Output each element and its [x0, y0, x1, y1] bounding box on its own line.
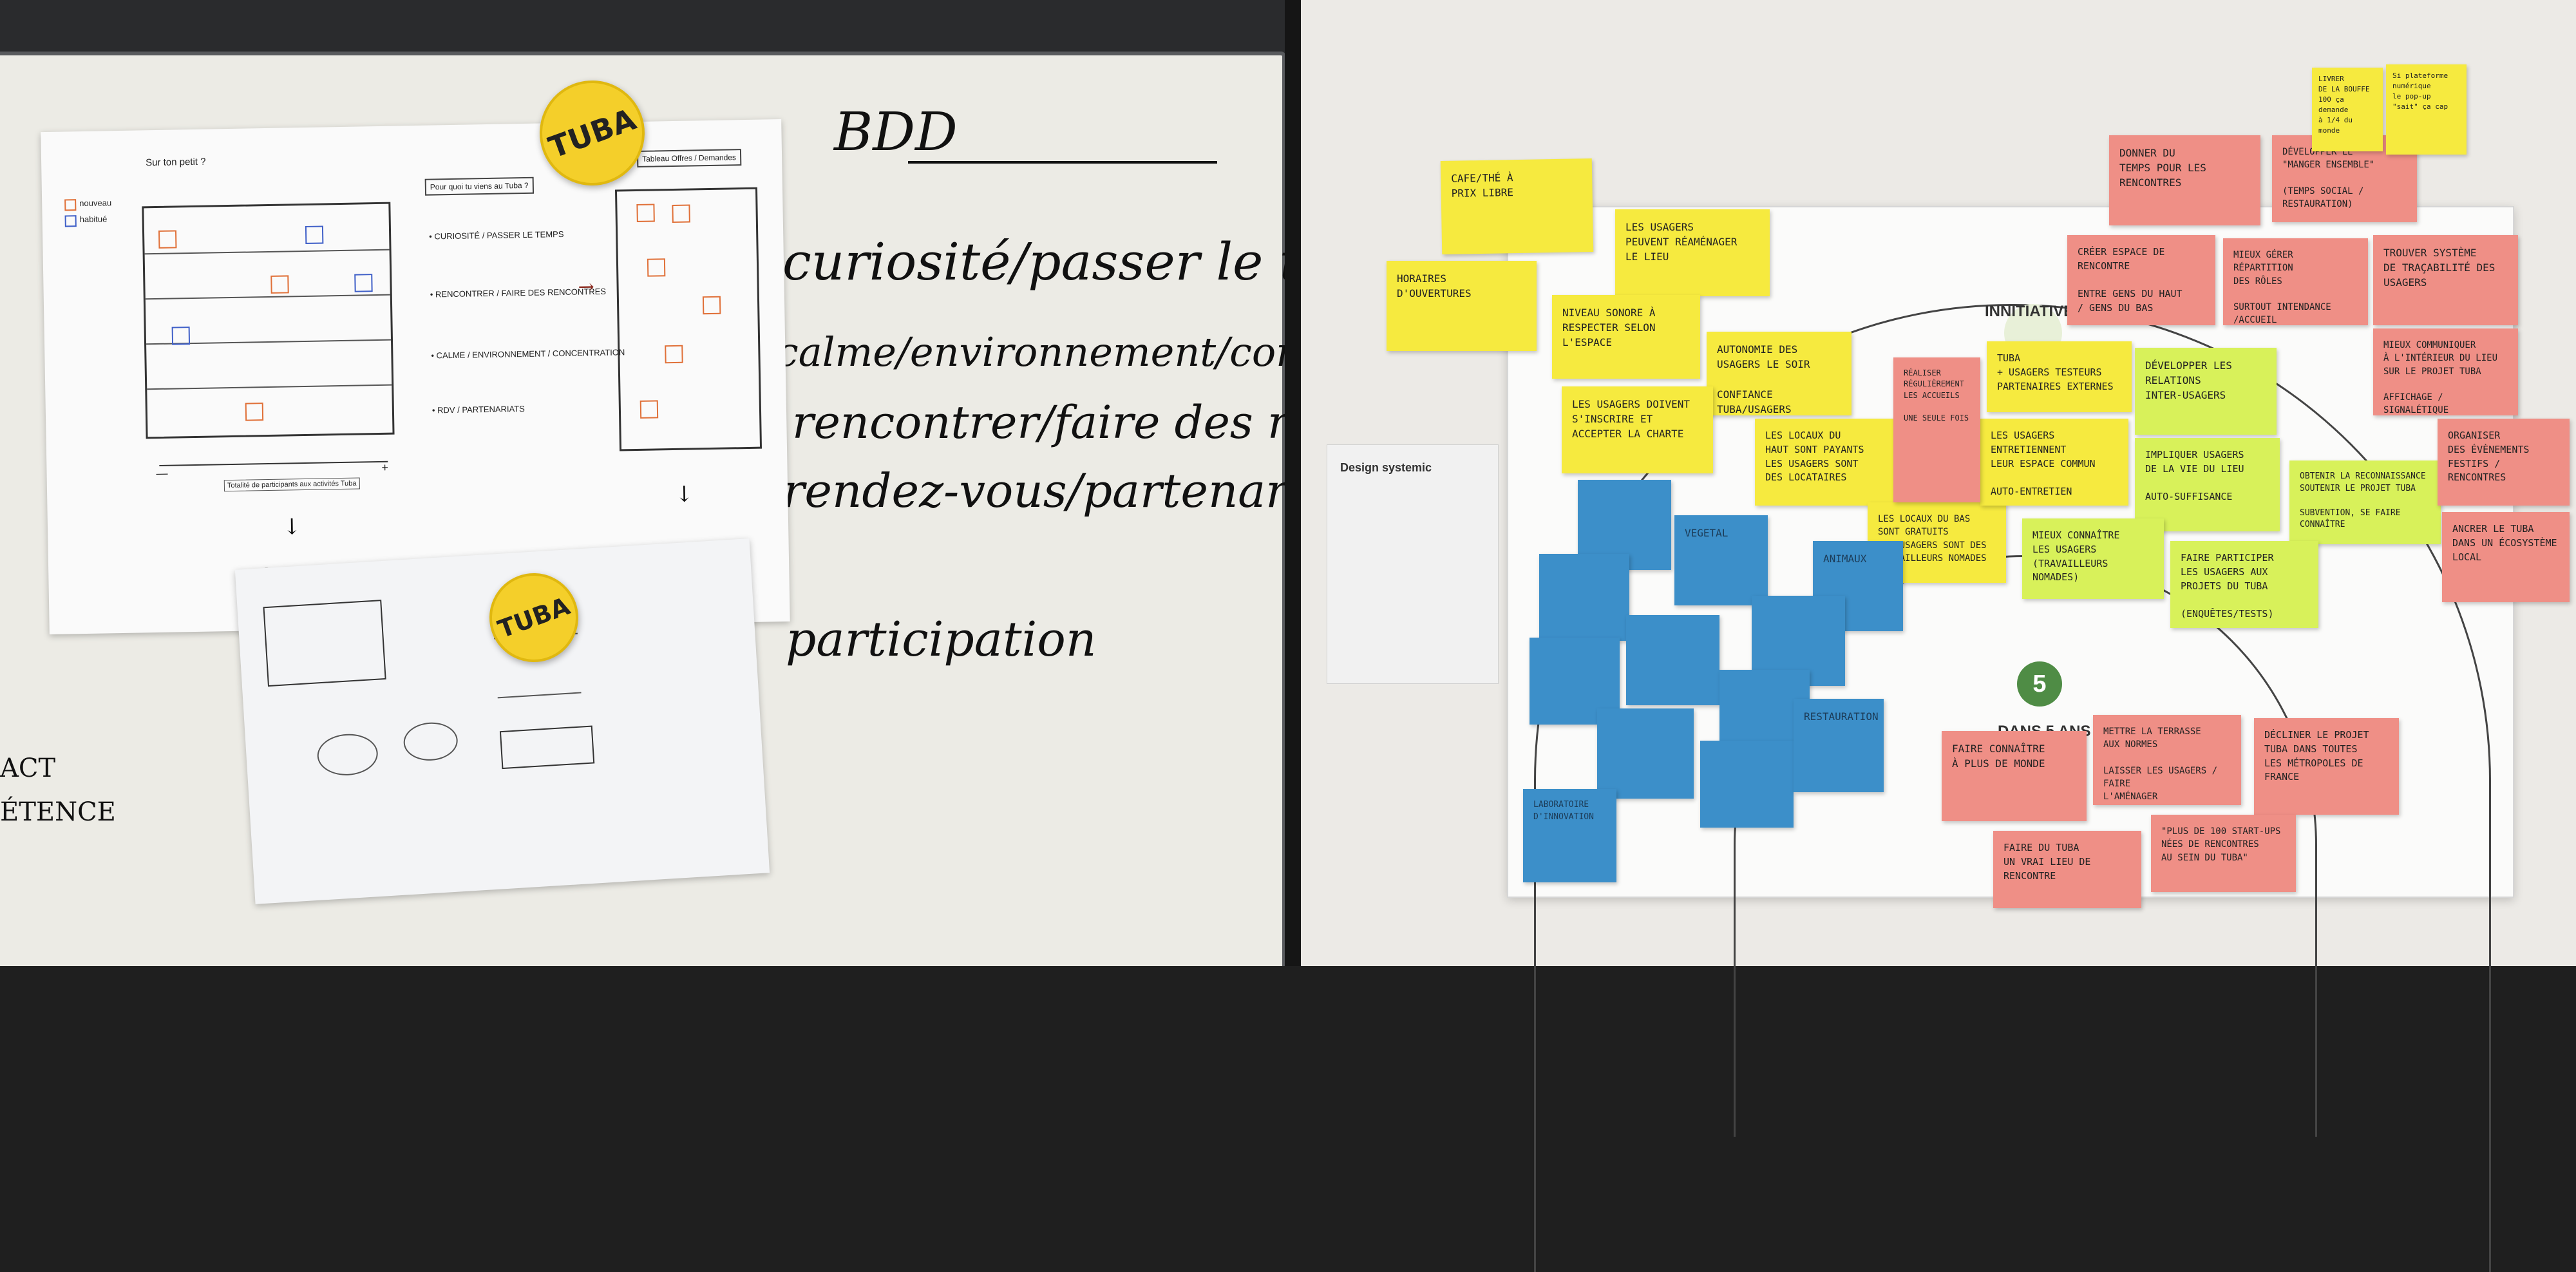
- right-title: Tableau Offres / Demandes: [636, 149, 742, 167]
- screen-sketch: [263, 600, 386, 687]
- screen-sketch: [499, 725, 595, 770]
- edge-text: ÉTENCE: [0, 797, 116, 827]
- sticker-mark: [305, 225, 324, 244]
- grid-line: [145, 294, 390, 300]
- horizon-badge: 5: [2017, 661, 2062, 707]
- arrow-right: →: [578, 276, 595, 299]
- sticker-mark: [270, 275, 289, 294]
- reason-item: • CURIOSITÉ / PASSER LE TEMPS: [429, 229, 564, 242]
- sticky-note: DONNER DU TEMPS POUR LES RENCONTRES: [2109, 135, 2260, 225]
- sticky-note: LES USAGERS DOIVENT S'INSCRIRE ET ACCEPT…: [1562, 386, 1713, 473]
- axis-line: [159, 460, 388, 466]
- note-line: participation: [786, 612, 1097, 667]
- sticker-mark: [647, 258, 666, 277]
- design-systemic-card: Design systemic: [1327, 444, 1499, 684]
- sticker-mark: [702, 296, 721, 315]
- sticker-mark: [158, 230, 177, 249]
- edge-text: ACT: [0, 754, 56, 783]
- sticky-note: DÉCLINER LE PROJET TUBA DANS TOUTES LES …: [2254, 718, 2399, 815]
- sticky-note: LIVRER DE LA BOUFFE 100 ça demande à 1/4…: [2312, 68, 2383, 151]
- sticker-mark: [354, 274, 373, 292]
- sticky-note: MIEUX COMMUNIQUER À L'INTÉRIEUR DU LIEU …: [2373, 328, 2518, 415]
- sticky-note: CRÉER ESPACE DE RENCONTRE ENTRE GENS DU …: [2067, 235, 2215, 325]
- sketch-circle: [402, 721, 459, 763]
- question-text: Sur ton petit ?: [145, 156, 206, 169]
- sticker-mark: [245, 403, 264, 421]
- sticky-note: FAIRE DU TUBA UN VRAI LIEU DE RENCONTRE: [1993, 831, 2141, 908]
- sticky-note-blue: [1700, 741, 1794, 828]
- note-line: calme/environnement/concentration: [776, 328, 1285, 375]
- note-line: rencontrer/faire des rencontres: [792, 396, 1285, 449]
- note-line: curiosité/passer le temps: [782, 232, 1285, 292]
- sticky-note: Si plateforme numérique le pop-up "sait"…: [2386, 64, 2467, 155]
- grid-line: [147, 384, 392, 390]
- sticker-mark: [665, 345, 683, 364]
- legend-label: habitué: [79, 214, 108, 225]
- sticky-note: LES USAGERS ENTRETIENNENT LEUR ESPACE CO…: [1980, 419, 2128, 506]
- sticky-note: LABORATOIRE D'INNOVATION: [1523, 789, 1616, 882]
- down-arrow: ↓: [282, 514, 301, 540]
- sticky-note-blue: [1597, 708, 1694, 799]
- participation-grid: [142, 202, 395, 439]
- sticker-mark: [639, 400, 659, 419]
- axis-label: Totalité de participants aux activités T…: [223, 477, 360, 492]
- sketch-circle: [316, 732, 379, 777]
- sticker-mark: [171, 327, 191, 345]
- sticky-note: OBTENIR LA RECONNAISSANCE SOUTENIR LE PR…: [2289, 460, 2441, 544]
- poster-title: INNITIATIVE: [1985, 303, 2074, 320]
- info-title: Design systemic: [1340, 461, 1432, 474]
- sticky-note: RÉALISER RÉGULIÈREMENT LES ACCUEILS UNE …: [1893, 357, 1980, 502]
- sticky-note: IMPLIQUER USAGERS DE LA VIE DU LIEU AUTO…: [2135, 438, 2280, 531]
- sticky-note: HORAIRES D'OUVERTURES: [1387, 261, 1537, 351]
- sticky-note: TROUVER SYSTÈME DE TRAÇABILITÉ DES USAGE…: [2373, 235, 2518, 325]
- sticky-note: METTRE LA TERRASSE AUX NORMES LAISSER LE…: [2093, 715, 2241, 805]
- sticker-mark: [636, 204, 655, 222]
- sticky-note: FAIRE CONNAÎTRE À PLUS DE MONDE: [1942, 731, 2087, 821]
- note-line: rendez-vous/partenariat: [782, 464, 1285, 518]
- sticky-note-blue: [1539, 554, 1629, 641]
- reason-item: • CALME / ENVIRONNEMENT / CONCENTRATION: [431, 347, 625, 361]
- axis-max: +: [381, 460, 389, 474]
- sticky-note: VEGETAL: [1674, 515, 1768, 605]
- sticky-note-blue: [1626, 615, 1719, 705]
- legend-swatch: [64, 199, 77, 211]
- sticky-note: LES LOCAUX DU HAUT SONT PAYANTS LES USAG…: [1755, 419, 1897, 506]
- sticky-note: NIVEAU SONORE À RESPECTER SELON L'ESPACE: [1552, 295, 1700, 379]
- poster-arc: [1534, 304, 2491, 1272]
- sticky-note: MIEUX GÉRER RÉPARTITION DES RÔLES SURTOU…: [2223, 238, 2368, 325]
- offres-demandes-board: [614, 187, 762, 451]
- legend-label: nouveau: [79, 198, 112, 209]
- box-title: Pour quoi tu viens au Tuba ?: [424, 176, 534, 196]
- sticky-note: DÉVELOPPER LES RELATIONS INTER-USAGERS: [2135, 348, 2277, 435]
- sticky-note: RESTAURATION: [1794, 699, 1884, 792]
- whiteboard-photo: BDD curiosité/passer le temps calme/envi…: [0, 0, 1285, 966]
- sticky-note: CAFE/THÉ À PRIX LIBRE: [1440, 158, 1594, 255]
- photo-divider: [1285, 0, 1301, 966]
- sticky-note: ANCRER LE TUBA DANS UN ÉCOSYSTÈME LOCAL: [2442, 512, 2570, 602]
- sticky-note: FAIRE PARTICIPER LES USAGERS AUX PROJETS…: [2170, 541, 2318, 628]
- sticky-note: MIEUX CONNAÎTRE LES USAGERS (TRAVAILLEUR…: [2022, 518, 2164, 599]
- bdd-underline: [908, 161, 1217, 164]
- sticky-note: TUBA + USAGERS TESTEURS PARTENAIRES EXTE…: [1987, 341, 2132, 412]
- axis-min: —: [156, 466, 168, 480]
- sticky-note: ORGANISER DES ÉVÈNEMENTS FESTIFS / RENCO…: [2438, 419, 2570, 506]
- sticky-note: LES USAGERS PEUVENT RÉAMÉNAGER LE LIEU: [1615, 209, 1770, 296]
- down-arrow: ↓: [674, 481, 694, 508]
- legend-swatch: [64, 215, 77, 227]
- grid-line: [144, 249, 390, 255]
- bdd-heading: BDD: [834, 102, 958, 163]
- reason-item: • RDV / PARTENARIATS: [431, 404, 526, 415]
- sticky-note: AUTONOMIE DES USAGERS LE SOIR CONFIANCE …: [1707, 332, 1852, 415]
- sticky-note: "PLUS DE 100 START-UPS NÉES DE RENCONTRE…: [2151, 815, 2296, 892]
- sticker-mark: [672, 204, 690, 223]
